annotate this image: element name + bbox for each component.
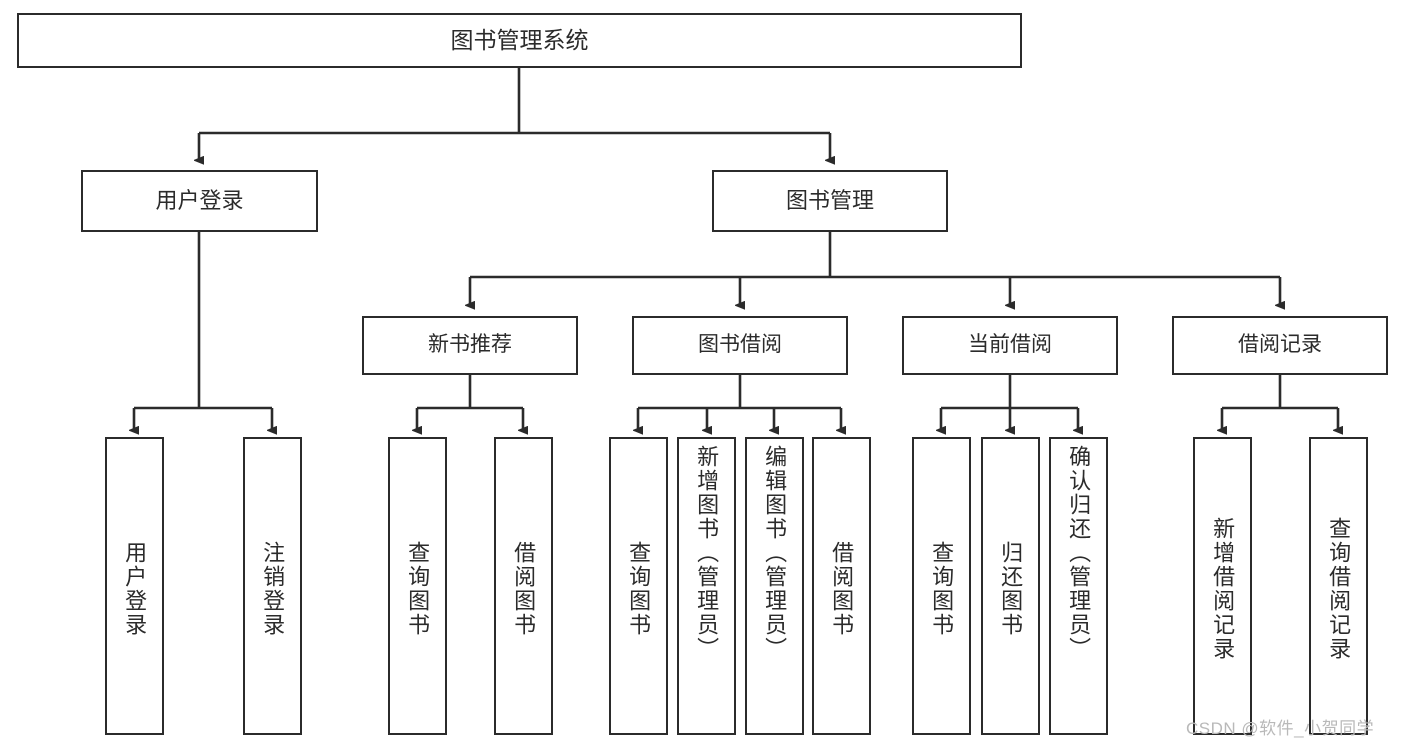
leaf-user-login-logout-label: 注销登录: [260, 541, 286, 637]
leaf-borrow-edit-book-label: 编辑图书（管理员）: [762, 445, 788, 661]
leaf-borrow-borrow-book-label: 借阅图书: [829, 541, 855, 637]
node-new-book-recommend-label: 新书推荐: [428, 333, 512, 357]
leaf-current-query-book-label: 查询图书: [929, 541, 955, 637]
leaf-borrow-add-book[interactable]: 新增图书（管理员）: [677, 437, 736, 735]
leaf-borrow-query-book[interactable]: 查询图书: [609, 437, 668, 735]
node-book-borrow[interactable]: 图书借阅: [632, 316, 848, 375]
leaf-user-login-login[interactable]: 用户登录: [105, 437, 164, 735]
node-current-borrow[interactable]: 当前借阅: [902, 316, 1118, 375]
node-current-borrow-label: 当前借阅: [968, 333, 1052, 357]
leaf-new-book-borrow[interactable]: 借阅图书: [494, 437, 553, 735]
node-borrow-record-label: 借阅记录: [1238, 333, 1322, 357]
leaf-current-return-book-label: 归还图书: [998, 541, 1024, 637]
leaf-user-login-login-label: 用户登录: [122, 541, 148, 637]
node-book-management[interactable]: 图书管理: [712, 170, 948, 232]
node-user-login[interactable]: 用户登录: [81, 170, 318, 232]
leaf-record-add-record[interactable]: 新增借阅记录: [1193, 437, 1252, 735]
leaf-new-book-borrow-label: 借阅图书: [511, 541, 537, 637]
node-book-management-label: 图书管理: [785, 188, 874, 214]
leaf-new-book-query[interactable]: 查询图书: [388, 437, 447, 735]
leaf-borrow-query-book-label: 查询图书: [626, 541, 652, 637]
node-user-login-label: 用户登录: [155, 188, 244, 214]
node-borrow-record[interactable]: 借阅记录: [1172, 316, 1388, 375]
node-root-label: 图书管理系统: [450, 27, 589, 54]
leaf-current-confirm-return[interactable]: 确认归还（管理员）: [1049, 437, 1108, 735]
leaf-borrow-borrow-book[interactable]: 借阅图书: [812, 437, 871, 735]
leaf-record-query-record-label: 查询借阅记录: [1326, 517, 1352, 661]
leaf-record-add-record-label: 新增借阅记录: [1210, 517, 1236, 661]
leaf-current-return-book[interactable]: 归还图书: [981, 437, 1040, 735]
watermark-text: CSDN @软件_小贺同学: [1186, 719, 1375, 738]
leaf-borrow-add-book-label: 新增图书（管理员）: [694, 445, 720, 661]
leaf-current-confirm-return-label: 确认归还（管理员）: [1066, 445, 1092, 661]
node-new-book-recommend[interactable]: 新书推荐: [362, 316, 578, 375]
node-root[interactable]: 图书管理系统: [17, 13, 1022, 68]
leaf-record-query-record[interactable]: 查询借阅记录: [1309, 437, 1368, 735]
node-book-borrow-label: 图书借阅: [698, 333, 782, 357]
leaf-new-book-query-label: 查询图书: [405, 541, 431, 637]
leaf-current-query-book[interactable]: 查询图书: [912, 437, 971, 735]
leaf-user-login-logout[interactable]: 注销登录: [243, 437, 302, 735]
leaf-borrow-edit-book[interactable]: 编辑图书（管理员）: [745, 437, 804, 735]
